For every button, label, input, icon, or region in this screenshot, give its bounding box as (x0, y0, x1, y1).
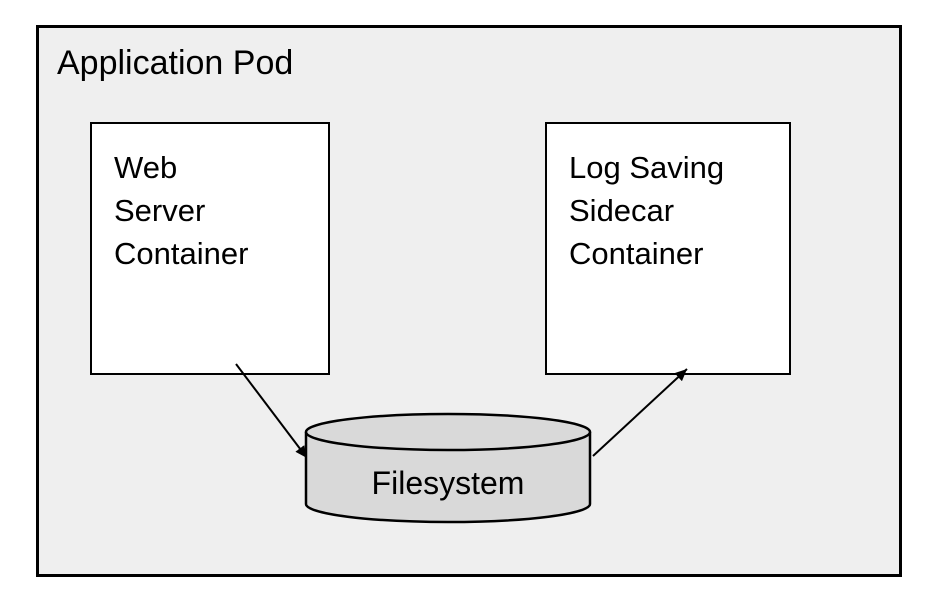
arrow-web-to-filesystem (235, 363, 308, 459)
application-pod-label: Application Pod (57, 44, 294, 82)
filesystem-cylinder (304, 412, 592, 524)
application-pod-group: Application Pod Web Server Container Log… (36, 25, 902, 577)
web-server-container-label: Web Server Container (114, 150, 249, 271)
log-sidecar-container-label: Log Saving Sidecar Container (569, 150, 725, 271)
filesystem-cylinder-top (304, 412, 592, 452)
node-web-server-container: Web Server Container (90, 122, 330, 375)
filesystem-label: Filesystem (371, 465, 525, 501)
node-log-sidecar-container: Log Saving Sidecar Container (545, 122, 791, 375)
arrow-filesystem-to-log-sidecar (592, 368, 688, 457)
filesystem-cylinder-body (304, 432, 592, 524)
diagram-overlay (235, 363, 688, 524)
